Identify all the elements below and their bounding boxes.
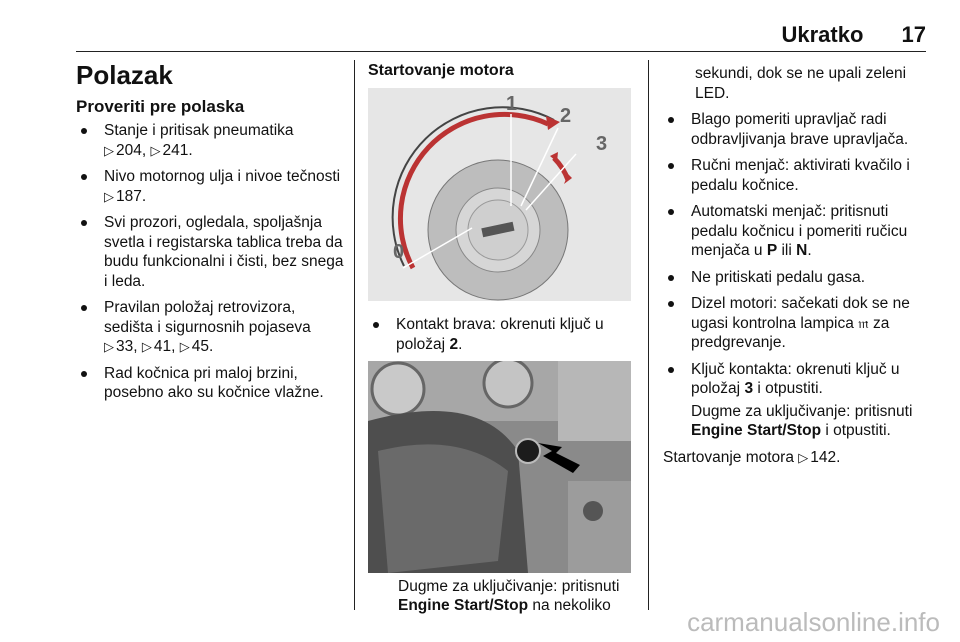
- cross-reference: Startovanje motora ▷142.: [663, 448, 933, 468]
- item-text: Ne pritiskati pedalu gasa.: [691, 268, 866, 286]
- bullet: [81, 370, 87, 377]
- list-item: Ručni menjač: aktivirati kvačilo i pedal…: [663, 156, 933, 195]
- column-3: sekundi, dok se ne upali zeleni LED. Bla…: [663, 64, 933, 467]
- bullet: [81, 220, 87, 226]
- caption-bold: Engine Start/Stop: [398, 597, 529, 614]
- list-item: Nivo motornog ulja i nivoe tečnosti ▷187…: [76, 167, 348, 206]
- position-number: 2: [449, 335, 459, 353]
- item-end: .: [458, 335, 463, 353]
- item-text: Ručni menjač: aktivirati kvačilo i pedal…: [691, 157, 910, 194]
- column-divider-2: [648, 60, 649, 610]
- item-text: za predgrevanje.: [691, 314, 890, 352]
- page-ref-icon: ▷: [141, 339, 152, 354]
- list-item: Kontakt brava: okrenuti ključ u položaj …: [368, 315, 636, 354]
- caption-text: Dugme za uključivanje: pritisnuti: [398, 578, 620, 595]
- item-text: Ključ kontakta: okrenuti ključ u položaj: [691, 360, 900, 398]
- gear-n: N: [796, 242, 808, 259]
- dial-label-0: 0: [393, 241, 404, 263]
- list-item: Ključ kontakta: okrenuti ključ u položaj…: [663, 360, 933, 399]
- page-ref-icon: ▷: [104, 142, 114, 158]
- list-item: Rad kočnica pri maloj brzini, posebno ak…: [76, 364, 348, 403]
- item-text: Automatski menjač: pritisnuti pedalu koč…: [691, 203, 908, 259]
- bullet: [373, 322, 379, 328]
- item-text: Dizel motori: sačekati dok se ne ugasi k…: [691, 295, 910, 332]
- checklist: Stanje i pritisak pneumatika ▷204, ▷241.…: [76, 121, 348, 403]
- bullet: [668, 209, 674, 215]
- start-steps-continued: Blago pomeriti upravljač radi odbravljiv…: [663, 110, 933, 399]
- bullet: [668, 301, 674, 307]
- item-end: .: [807, 242, 812, 259]
- item-text: Rad kočnica pri maloj brzini, posebno ak…: [104, 364, 324, 402]
- dial-label-2: 2: [560, 105, 571, 127]
- item-text: Kontakt brava: okrenuti ključ u položaj: [396, 316, 604, 353]
- list-item: Svi prozori, ogledala, spoljašnja svetla…: [76, 213, 348, 291]
- page-ref-icon: ▷: [150, 142, 161, 158]
- watermark: carmanualsonline.info: [687, 607, 940, 637]
- dial-label-3: 3: [596, 133, 607, 155]
- continued-text: sekundi, dok se ne upali zeleni LED.: [695, 65, 907, 102]
- item-text: Svi prozori, ogledala, spoljašnja svetla…: [104, 214, 344, 290]
- bullet: [668, 117, 674, 123]
- page-ref: 241.: [162, 141, 193, 159]
- page-ref-icon: ▷: [179, 339, 190, 354]
- list-item: Ne pritiskati pedalu gasa.: [663, 268, 933, 288]
- header-title: Ukratko: [781, 22, 864, 47]
- column-divider-1: [354, 60, 355, 610]
- start-steps: Kontakt brava: okrenuti ključ u položaj …: [368, 315, 636, 354]
- ignition-dial-figure: 0 1 2 3: [368, 88, 631, 301]
- list-item: Dizel motori: sačekati dok se ne ugasi k…: [663, 294, 933, 353]
- page-ref: 33,: [116, 338, 138, 355]
- item-text: Blago pomeriti upravljač radi odbravljiv…: [691, 111, 909, 148]
- page-ref: 142.: [810, 448, 841, 466]
- button-instruction: Dugme za uključivanje: pritisnuti Engine…: [663, 402, 933, 441]
- dial-label-1: 1: [506, 93, 517, 115]
- section-subheading: Proveriti pre polaska: [76, 97, 245, 116]
- item-text: i otpustiti.: [757, 380, 823, 397]
- list-item: Stanje i pritisak pneumatika ▷204, ▷241.: [76, 121, 348, 160]
- page-ref: 187.: [116, 187, 147, 205]
- gear-p: P: [766, 242, 778, 259]
- position-number: 3: [744, 380, 754, 397]
- item-text: Dugme za uključivanje: pritisnuti: [691, 402, 913, 420]
- item-text: Nivo motornog ulja i nivoe tečnosti: [104, 168, 341, 185]
- bullet: [81, 305, 87, 311]
- photo-caption: Dugme za uključivanje: pritisnuti Engine…: [368, 577, 636, 615]
- ignition-dial-svg: 0 1 2 3: [368, 88, 631, 301]
- item-text: Stanje i pritisak pneumatika: [104, 122, 294, 139]
- button-name: Engine Start/Stop: [691, 422, 822, 439]
- column-2: Startovanje motora 0 1 2 3 Kontakt brava…: [368, 58, 636, 615]
- item-text: Pravilan položaj retrovizora, sedišta i …: [104, 299, 311, 336]
- section-heading: Polazak: [76, 60, 173, 90]
- list-item: Pravilan položaj retrovizora, sedišta i …: [76, 298, 348, 357]
- ref-text: Startovanje motora: [663, 448, 794, 466]
- section-heading-2: Startovanje motora: [368, 62, 514, 79]
- page-ref-icon: ▷: [798, 449, 809, 465]
- page-ref-icon: ▷: [104, 188, 114, 204]
- bullet: [81, 128, 87, 134]
- bullet: [668, 274, 674, 281]
- page-ref: 41,: [153, 338, 176, 355]
- dashboard-photo-svg: [368, 361, 631, 573]
- list-item: Blago pomeriti upravljač radi odbravljiv…: [663, 110, 933, 149]
- page-ref: 204,: [116, 141, 147, 159]
- list-item: Automatski menjač: pritisnuti pedalu koč…: [663, 202, 933, 261]
- glow-plug-icon: 𝔪: [858, 314, 869, 331]
- page-ref: 45.: [191, 338, 214, 355]
- page-ref-icon: ▷: [104, 339, 114, 354]
- caption-end: na nekoliko: [532, 597, 611, 614]
- dashboard-photo: [368, 361, 631, 573]
- bullet: [81, 174, 87, 180]
- header-rule: [76, 51, 926, 52]
- page-number: 17: [901, 22, 926, 47]
- item-text: ili: [781, 242, 792, 259]
- bullet: [668, 163, 674, 169]
- bullet: [668, 366, 674, 373]
- page-header: Ukratko 17: [781, 22, 926, 48]
- column-1: Polazak Proveriti pre polaska Stanje i p…: [76, 58, 348, 410]
- item-text: i otpustiti.: [825, 422, 891, 439]
